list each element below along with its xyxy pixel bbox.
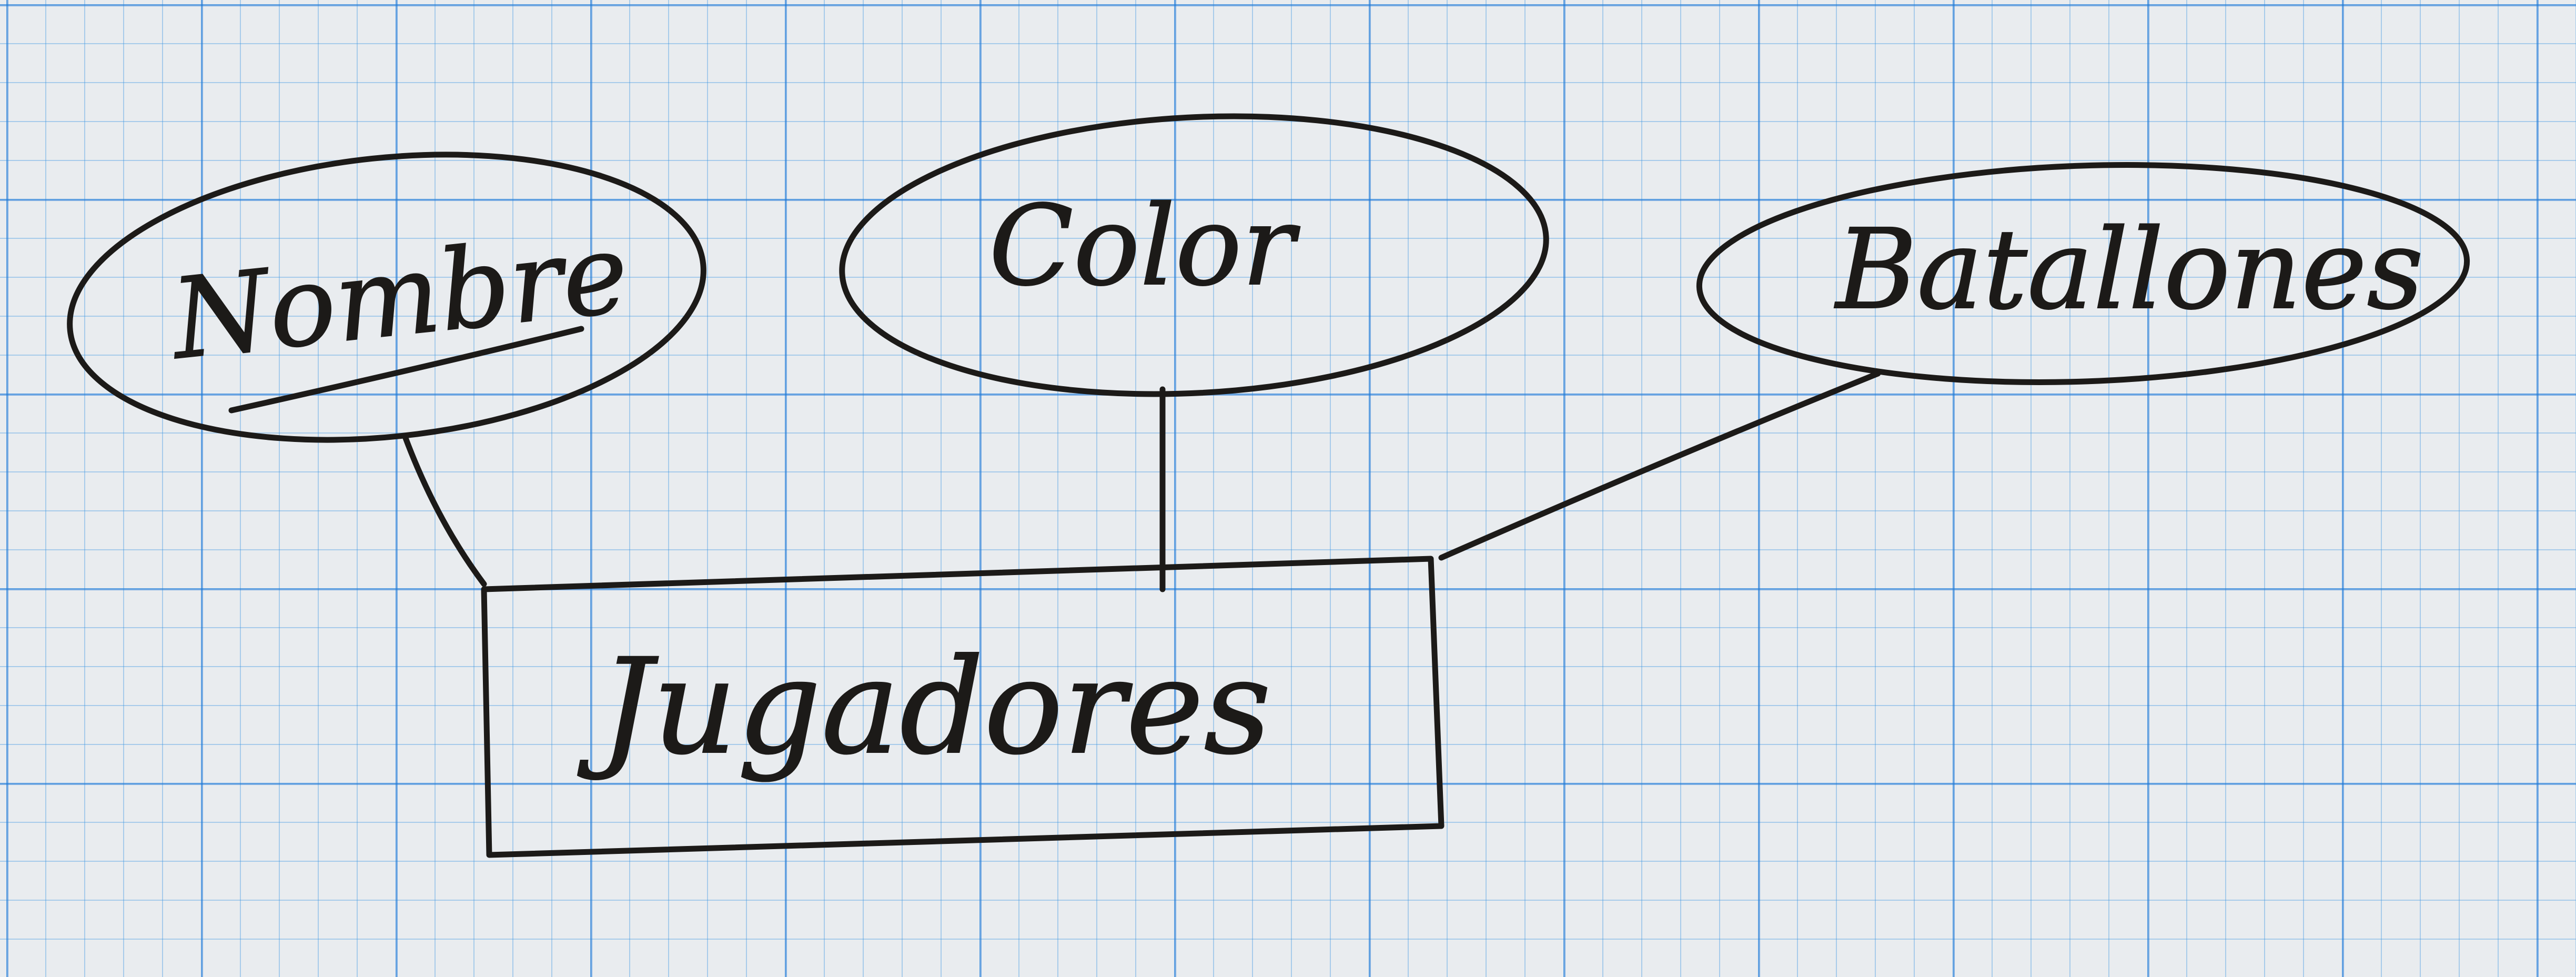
attribute-ellipse-color xyxy=(839,113,1549,397)
attribute-ellipse-batallones xyxy=(1696,162,2470,385)
connector-nombre-jugadores xyxy=(402,434,487,587)
attribute-label-color: Color xyxy=(989,182,1300,310)
connector-batallones-jugadores xyxy=(1438,370,1881,561)
attribute-label-batallones: Batallones xyxy=(1834,205,2423,334)
attribute-ellipse-nombre xyxy=(67,152,706,443)
attribute-label-nombre: Nombre xyxy=(164,208,634,385)
entity-box-jugadores xyxy=(481,556,1444,858)
entity-label-jugadores: Jugadores xyxy=(578,630,1271,783)
key-underline-nombre xyxy=(228,326,584,414)
